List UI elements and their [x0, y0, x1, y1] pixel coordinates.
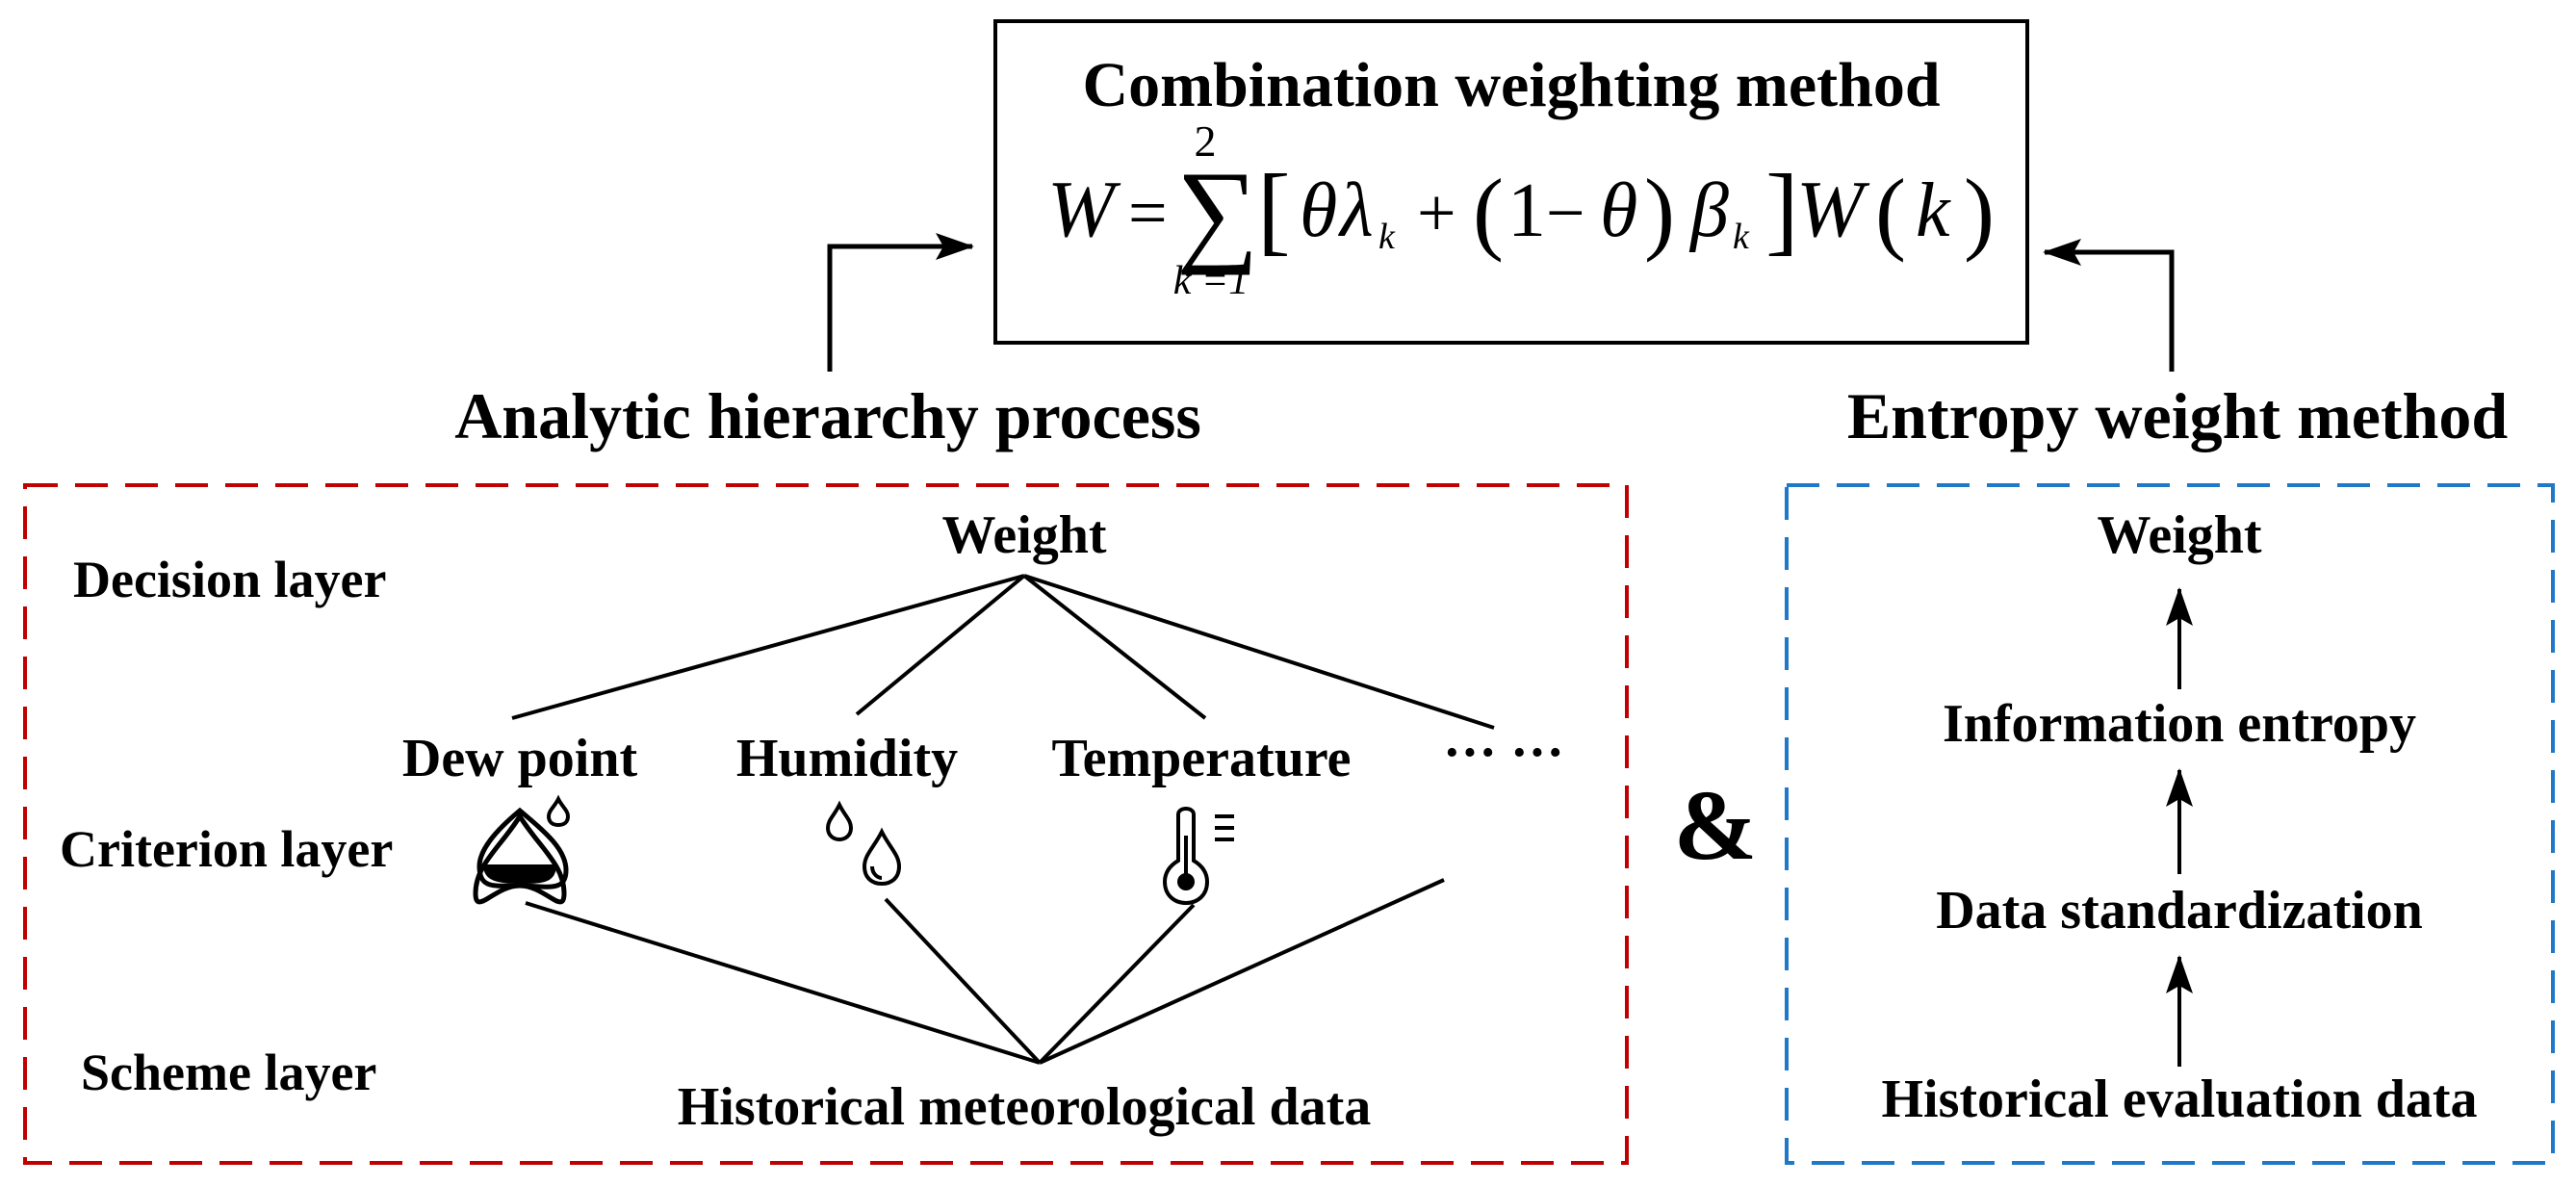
- formula-sum-lower: k =1: [1173, 259, 1249, 303]
- edge-weight-others: [1023, 574, 1495, 730]
- edge-weight-dewpoint: [511, 574, 1025, 720]
- combination-formula: W = ∑ 2 k =1 [ θ λ k + ( 1 − θ ) β k ] W…: [1047, 116, 1995, 303]
- entropy-data-standardization-node: Data standardization: [1936, 881, 2423, 941]
- criterion-layer-label: Criterion layer: [60, 820, 393, 878]
- formula-plus: +: [1417, 174, 1456, 251]
- humidity-icon: [825, 800, 902, 887]
- formula-theta-2: θ: [1600, 168, 1637, 253]
- formula-right-paren: ): [1644, 160, 1675, 263]
- formula-right-bracket: ]: [1765, 154, 1799, 265]
- formula-minus: −: [1546, 174, 1585, 251]
- formula-beta: β: [1688, 168, 1729, 253]
- entropy-weight-node: Weight: [2097, 505, 2261, 565]
- formula-lambda: λ: [1338, 168, 1374, 253]
- combination-box-frame: [993, 19, 2029, 345]
- thermometer-icon: [1162, 807, 1234, 906]
- formula-sum-upper: 2: [1195, 116, 1217, 166]
- dew-point-icon: [473, 794, 571, 905]
- edge-dewpoint-data: [525, 901, 1041, 1065]
- formula-left-bracket: [: [1257, 154, 1291, 265]
- formula-theta: θ: [1300, 168, 1337, 253]
- ahp-top-edges: [511, 574, 1495, 730]
- ampersand: &: [1674, 770, 1758, 881]
- formula-lhs: W: [1047, 165, 1121, 254]
- combination-box: Combination weighting method W = ∑ 2 k =…: [993, 19, 2029, 345]
- ahp-title: Analytic hierarchy process: [454, 379, 1201, 452]
- entropy-information-entropy-node: Information entropy: [1943, 694, 2416, 754]
- formula-k: k: [1916, 168, 1951, 253]
- ahp-historical-data-node: Historical meteorological data: [678, 1077, 1372, 1137]
- formula-sum-symbol: ∑: [1176, 147, 1259, 275]
- entropy-to-combination-arrow: [2043, 239, 2175, 372]
- entropy-historical-evaluation-node: Historical evaluation data: [1881, 1070, 2477, 1129]
- edge-weight-humidity: [855, 574, 1026, 716]
- ahp-bottom-edges: [525, 878, 1445, 1065]
- formula-lambda-subscript: k: [1378, 217, 1396, 257]
- formula-one: 1: [1507, 168, 1546, 253]
- combination-title: Combination weighting method: [1082, 50, 1940, 120]
- entropy-title: Entropy weight method: [1847, 379, 2509, 452]
- edge-weight-temperature: [1022, 574, 1207, 720]
- formula-left-paren-2: (: [1875, 160, 1906, 263]
- criterion-humidity: Humidity: [736, 729, 958, 788]
- criterion-dew-point: Dew point: [402, 729, 638, 788]
- edge-temperature-data: [1038, 903, 1196, 1065]
- formula-equals: =: [1128, 174, 1168, 251]
- entropy-dashed-frame: [1785, 483, 2555, 1165]
- edge-others-data: [1039, 878, 1445, 1065]
- ahp-to-combination-arrow: [827, 233, 974, 372]
- formula-w: W: [1796, 165, 1870, 254]
- formula-beta-subscript: k: [1733, 217, 1750, 257]
- scheme-layer-label: Scheme layer: [81, 1044, 376, 1101]
- ahp-weight-node: Weight: [941, 505, 1106, 565]
- edge-humidity-data: [884, 897, 1042, 1065]
- formula-right-paren-2: ): [1964, 160, 1995, 263]
- criterion-ellipsis: ··· ···: [1443, 723, 1564, 783]
- criterion-temperature: Temperature: [1051, 729, 1351, 788]
- formula-left-paren: (: [1473, 160, 1504, 263]
- ahp-dashed-frame: [23, 483, 1629, 1165]
- decision-layer-label: Decision layer: [73, 551, 386, 608]
